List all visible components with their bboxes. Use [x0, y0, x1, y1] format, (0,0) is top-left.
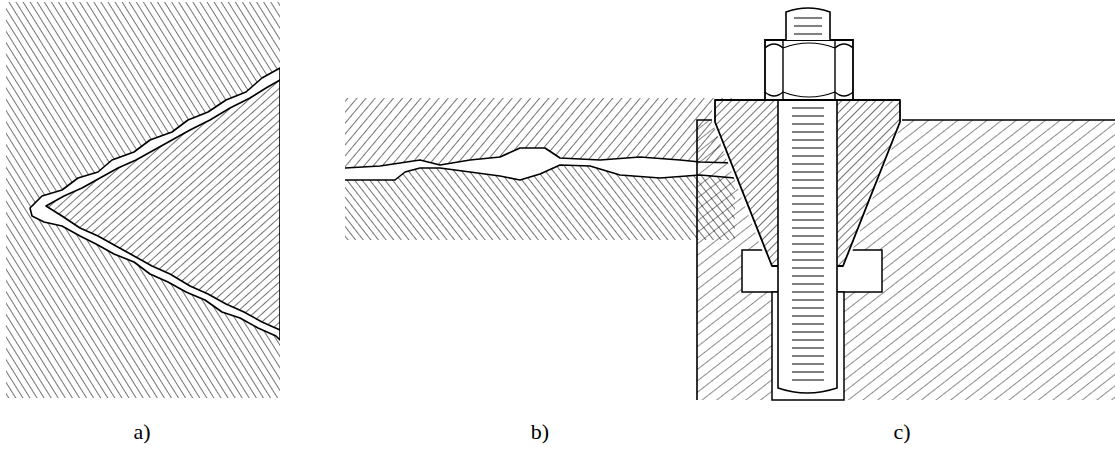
- bolt-washer-figure: [697, 8, 1115, 400]
- panel-label: b): [531, 420, 549, 444]
- panel-label: a): [133, 420, 150, 444]
- joint-crack-figure: [345, 98, 735, 240]
- wedge-crack-figure: [6, 0, 286, 400]
- panel-label: c): [893, 420, 910, 444]
